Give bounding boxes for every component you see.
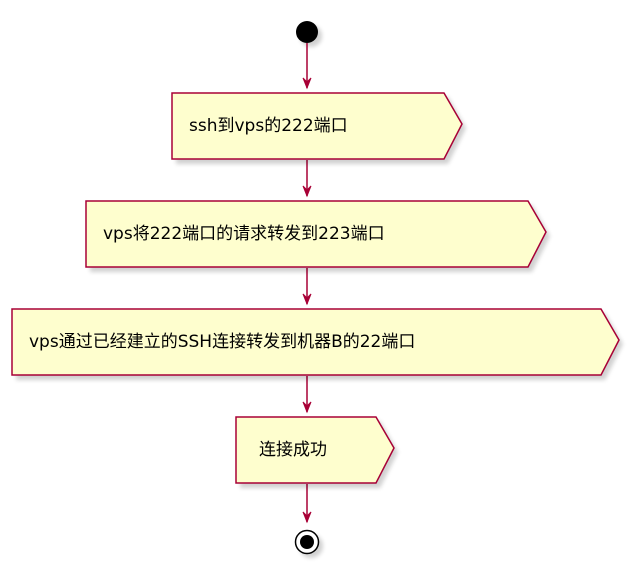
- end-node: [294, 529, 323, 558]
- step-4-label: 连接成功: [259, 440, 327, 460]
- edge-step4-to-end: [302, 484, 312, 524]
- edge-step1-to-step2: [302, 160, 312, 198]
- start-node: [296, 21, 322, 47]
- step-3-label: vps通过已经建立的SSH连接转发到机器B的22端口: [29, 332, 415, 352]
- step-3: vps通过已经建立的SSH连接转发到机器B的22端口: [11, 308, 623, 380]
- edge-start-to-step1: [302, 43, 312, 90]
- step-2-label: vps将222端口的请求转发到223端口: [103, 224, 385, 244]
- edge-step2-to-step3: [302, 268, 312, 306]
- step-4: 连接成功: [235, 416, 398, 488]
- step-1: ssh到vps的222端口: [171, 92, 466, 164]
- edge-step3-to-step4: [302, 376, 312, 414]
- step-1-label: ssh到vps的222端口: [189, 116, 348, 136]
- step-2: vps将222端口的请求转发到223端口: [85, 200, 550, 272]
